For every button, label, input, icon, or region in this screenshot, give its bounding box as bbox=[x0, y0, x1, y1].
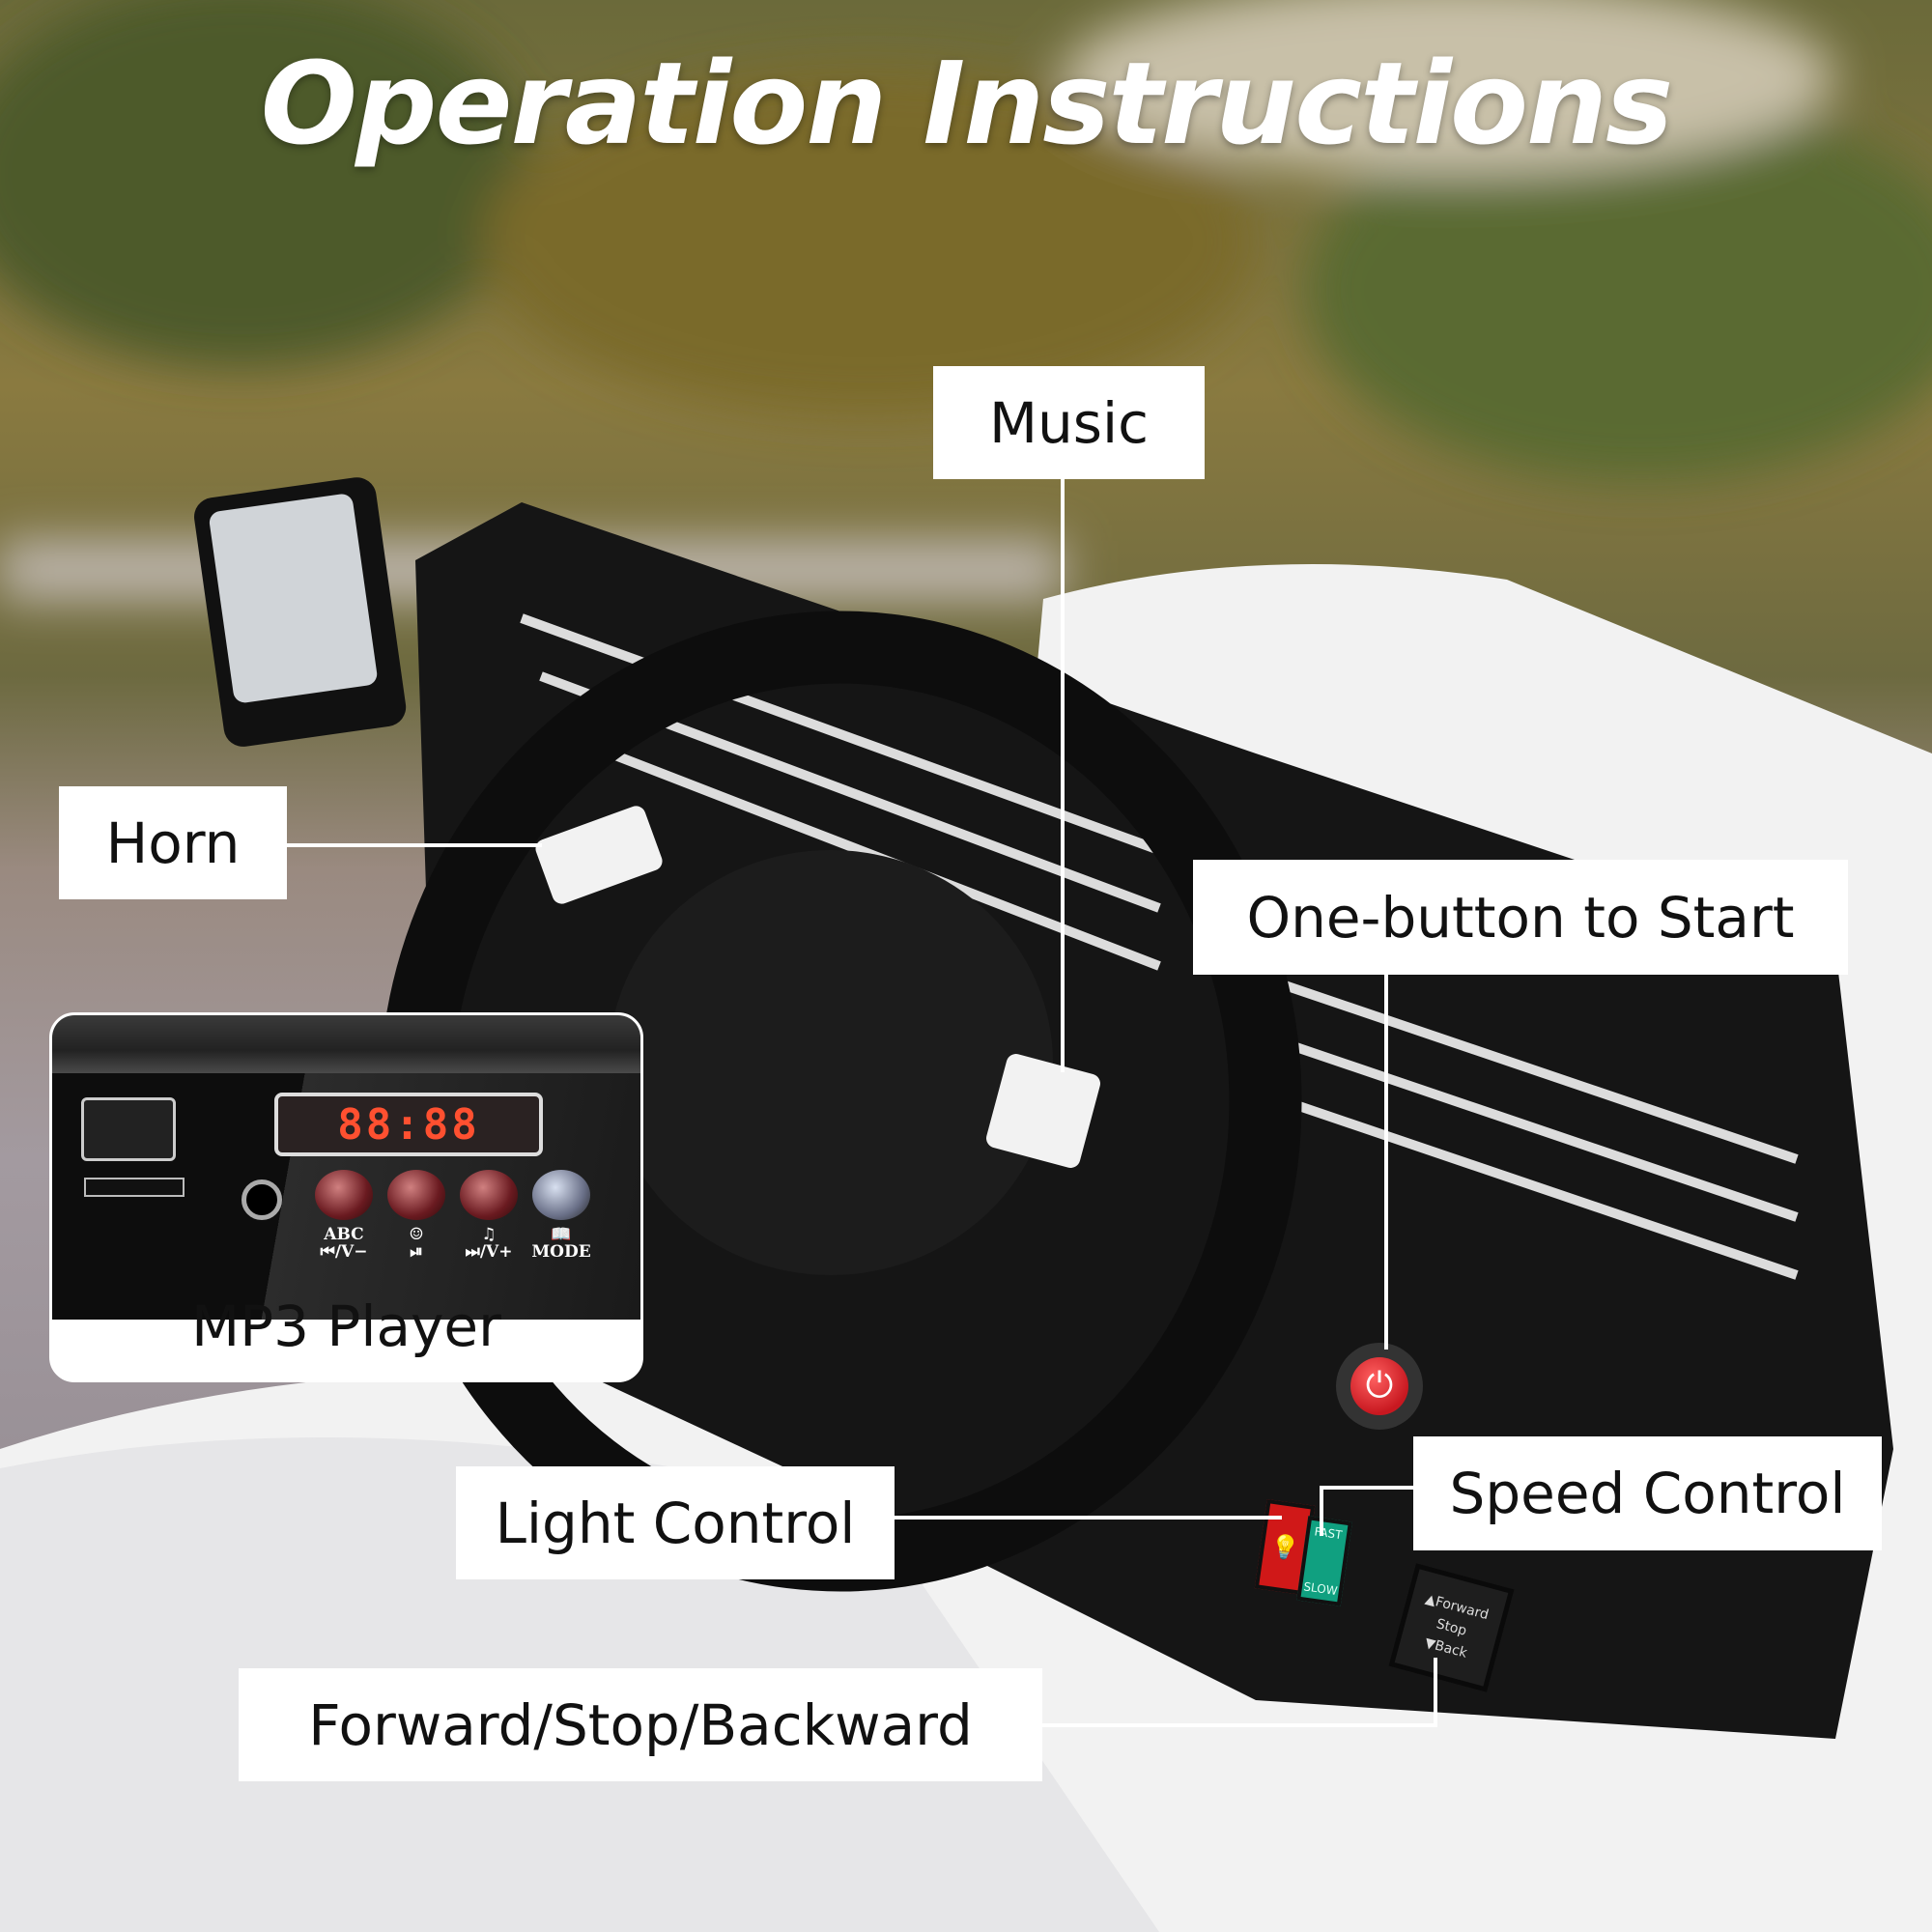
mp3-player-panel: 88:88 ABC⏮/V− ☺⏯ ♫⏭/V+ 📖MODE MP3 Player bbox=[49, 1012, 643, 1382]
next-button-label: ♫⏭/V+ bbox=[465, 1225, 513, 1262]
light-control-label: Light Control bbox=[456, 1466, 895, 1579]
music-leader-line bbox=[1061, 479, 1065, 1072]
next-vol-up-button bbox=[460, 1170, 518, 1220]
stop-text: Stop bbox=[1435, 1616, 1468, 1639]
start-leader-line bbox=[1384, 975, 1388, 1350]
prev-button-label: ABC⏮/V− bbox=[320, 1225, 368, 1262]
speed-leader-line-h bbox=[1321, 1486, 1413, 1490]
start-button: ⏻ bbox=[1350, 1357, 1408, 1415]
forward-text: ▲Forward bbox=[1423, 1591, 1491, 1624]
power-icon: ⏻ bbox=[1365, 1366, 1394, 1406]
music-label: Music bbox=[933, 366, 1205, 479]
aux-jack-icon bbox=[242, 1179, 282, 1220]
direction-leader-line-h bbox=[1042, 1723, 1437, 1727]
mode-button bbox=[532, 1170, 590, 1220]
start-label: One-button to Start bbox=[1193, 860, 1848, 975]
direction-leader-line-v bbox=[1434, 1658, 1437, 1727]
play-button-label: ☺⏯ bbox=[409, 1225, 424, 1262]
play-pause-button bbox=[387, 1170, 445, 1220]
mp3-panel-bezel bbox=[52, 1015, 640, 1073]
mp3-player-label: MP3 Player bbox=[191, 1293, 501, 1359]
light-leader-line bbox=[895, 1516, 1282, 1520]
speed-leader-line-v bbox=[1320, 1486, 1323, 1536]
prev-vol-down-button bbox=[315, 1170, 373, 1220]
speed-slow-text: SLOW bbox=[1302, 1579, 1339, 1599]
back-text: ▼Back bbox=[1423, 1634, 1469, 1662]
speed-control-label: Speed Control bbox=[1413, 1436, 1882, 1550]
mp3-display: 88:88 bbox=[274, 1093, 543, 1156]
page-title: Operation Instructions bbox=[260, 37, 1674, 170]
mode-button-label: 📖MODE bbox=[531, 1225, 591, 1262]
direction-label: Forward/Stop/Backward bbox=[239, 1668, 1042, 1781]
speed-fast-text: FAST bbox=[1313, 1524, 1344, 1543]
lightbulb-icon: 💡 bbox=[1268, 1531, 1301, 1563]
sd-card-slot-icon bbox=[84, 1178, 185, 1197]
mp3-faceplate: 88:88 ABC⏮/V− ☺⏯ ♫⏭/V+ 📖MODE bbox=[52, 1073, 640, 1320]
horn-leader-line bbox=[287, 843, 542, 847]
usb-port-icon bbox=[81, 1097, 176, 1161]
horn-label: Horn bbox=[59, 786, 287, 899]
